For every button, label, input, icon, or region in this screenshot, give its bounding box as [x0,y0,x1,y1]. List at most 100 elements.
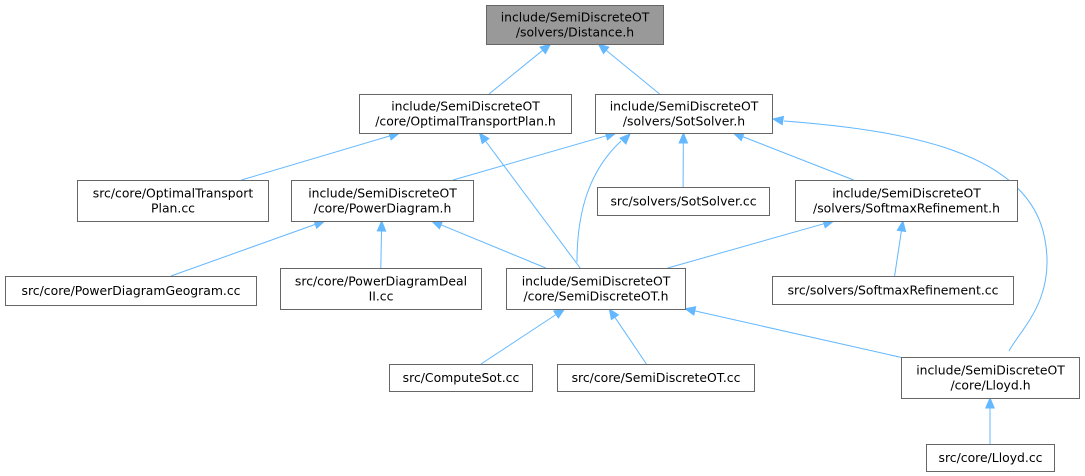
edge-lloyd_h-to-sot_solver_h [771,115,1048,352]
edge-line [694,310,902,358]
edge-semi_discrete_ot_h-to-sot_solver_h [576,133,631,263]
node-label-line: /solvers/SoftmaxRefinement.h [813,201,1000,216]
edge-arrowhead [376,219,387,232]
edge-line [380,230,382,269]
node-compute-sot-cc[interactable]: src/ComputeSot.cc [389,364,533,392]
edge-optimal_transport_plan_h-to-distance_h [488,43,552,95]
edge-arrowhead [478,131,490,145]
edge-line [742,136,854,181]
edge-line [485,140,581,269]
node-label-line: include/SemiDiscreteOT [522,274,671,289]
node-label-line: /core/OptimalTransportPlan.h [375,114,556,129]
node-box[interactable] [595,94,773,134]
edge-power_diagram_geogram_cc-to-power_diagram_h [170,219,326,277]
node-sot-solver-h[interactable]: include/SemiDiscreteOT/solvers/SotSolver… [595,94,773,134]
node-label-line: src/solvers/SoftmaxRefinement.cc [788,283,999,298]
node-optimal-transport-plan-h[interactable]: include/SemiDiscreteOT/core/OptimalTrans… [359,94,572,134]
node-label-line: src/core/OptimalTransport [93,186,254,201]
edge-arrowhead [597,43,610,55]
edge-arrowhead [552,308,566,319]
edge-softmax_refinement_h-to-sot_solver_h [732,132,854,181]
node-box[interactable] [901,357,1080,399]
node-power-diagram-h[interactable]: include/SemiDiscreteOT/core/PowerDiagram… [291,180,474,222]
node-label-line: src/core/Lloyd.cc [939,450,1043,465]
edge-arrowhead [771,115,785,126]
node-power-diagram-geogram-cc[interactable]: src/core/PowerDiagramGeogram.cc [5,276,257,306]
node-label-line: Plan.cc [151,201,195,216]
node-box[interactable] [5,276,257,306]
edge-line [605,49,660,95]
edge-arrowhead [539,43,552,55]
edge-line [576,140,622,263]
edge-line [894,230,902,277]
edge-line [170,223,316,277]
node-box[interactable] [389,364,533,392]
edge-sot_solver_cc-to-sot_solver_h [678,131,689,188]
node-label-line: include/SemiDiscreteOT [308,186,457,201]
node-label-line: include/SemiDiscreteOT [832,186,981,201]
edge-lloyd_cc-to-lloyd_h [985,396,995,444]
node-label-line: src/solvers/SotSolver.cc [610,194,756,209]
node-label-line: /core/PowerDiagram.h [314,201,452,216]
edge-line [488,49,544,95]
edge-compute_sot_cc-to-semi_discrete_ot_h [480,308,566,365]
node-semi-discrete-ot-h[interactable]: include/SemiDiscreteOT/core/SemiDiscrete… [506,268,686,310]
edge-semi_discrete_ot_h-to-softmax_refinement_h [667,219,835,269]
edge-optimal_transport_plan_cc-to-optimal_transport_plan_h [241,131,401,181]
node-label-line: include/SemiDiscreteOT [391,99,540,114]
edge-arrowhead [896,219,907,233]
node-label-line: /core/SemiDiscreteOT.h [523,289,668,304]
edge-line [440,224,546,269]
node-label-line: src/core/SemiDiscreteOT.cc [572,370,741,385]
edge-line [667,223,825,269]
node-box[interactable] [926,444,1055,472]
edge-power_diagram_h-to-sot_solver_h [452,131,618,181]
node-box[interactable] [77,180,269,222]
node-optimal-transport-plan-cc[interactable]: src/core/OptimalTransportPlan.cc [77,180,269,222]
nodes-layer: include/SemiDiscreteOT/solvers/Distance.… [5,5,1080,472]
edge-line [614,317,647,365]
node-label-line: include/SemiDiscreteOT [916,363,1065,378]
node-label-line: /solvers/SotSolver.h [623,114,745,129]
node-box[interactable] [557,364,755,392]
node-box[interactable] [597,187,770,216]
edge-sot_solver_h-to-distance_h [597,43,660,95]
node-sot-solver-cc[interactable]: src/solvers/SotSolver.cc [597,187,770,216]
node-box[interactable] [795,180,1018,222]
edge-line [480,314,557,365]
node-label-line: include/SemiDiscreteOT [501,10,650,25]
edge-arrowhead [683,306,697,316]
node-label-line: src/core/PowerDiagramDeal [295,274,467,289]
node-lloyd-cc[interactable]: src/core/Lloyd.cc [926,444,1055,472]
edge-softmax_refinement_cc-to-softmax_refinement_h [894,219,907,277]
node-lloyd-h[interactable]: include/SemiDiscreteOT/core/Lloyd.h [901,357,1080,399]
node-distance-h[interactable]: include/SemiDiscreteOT/solvers/Distance.… [486,5,664,45]
edge-arrowhead [678,131,689,144]
edge-line [452,135,607,181]
edge-lloyd_h-to-semi_discrete_ot_h [683,306,902,358]
edge-line [783,120,1048,352]
node-box[interactable] [291,180,474,222]
edge-arrowhead [619,133,631,145]
node-softmax-refinement-h[interactable]: include/SemiDiscreteOT/solvers/SoftmaxRe… [795,180,1018,222]
node-box[interactable] [280,268,482,310]
edge-arrowhead [985,396,995,409]
edge-power_diagram_dealii_cc-to-power_diagram_h [376,219,387,269]
node-label-line: /core/Lloyd.h [950,378,1030,393]
node-box[interactable] [486,5,664,45]
node-label-line: II.cc [369,289,394,304]
edge-line [241,135,391,181]
edge-arrowhead [430,220,444,230]
edge-semi_discrete_ot_cc-to-semi_discrete_ot_h [608,307,647,365]
node-label-line: src/core/PowerDiagramGeogram.cc [22,283,241,298]
node-box[interactable] [772,276,1014,305]
node-semi-discrete-ot-cc[interactable]: src/core/SemiDiscreteOT.cc [557,364,755,392]
edge-semi_discrete_ot_h-to-optimal_transport_plan_h [478,131,581,269]
node-softmax-refinement-cc[interactable]: src/solvers/SoftmaxRefinement.cc [772,276,1014,305]
edge-arrowhead [608,307,620,321]
node-label-line: src/ComputeSot.cc [403,370,520,385]
node-box[interactable] [359,94,572,134]
node-label-line: /solvers/Distance.h [516,25,634,40]
node-box[interactable] [506,268,686,310]
